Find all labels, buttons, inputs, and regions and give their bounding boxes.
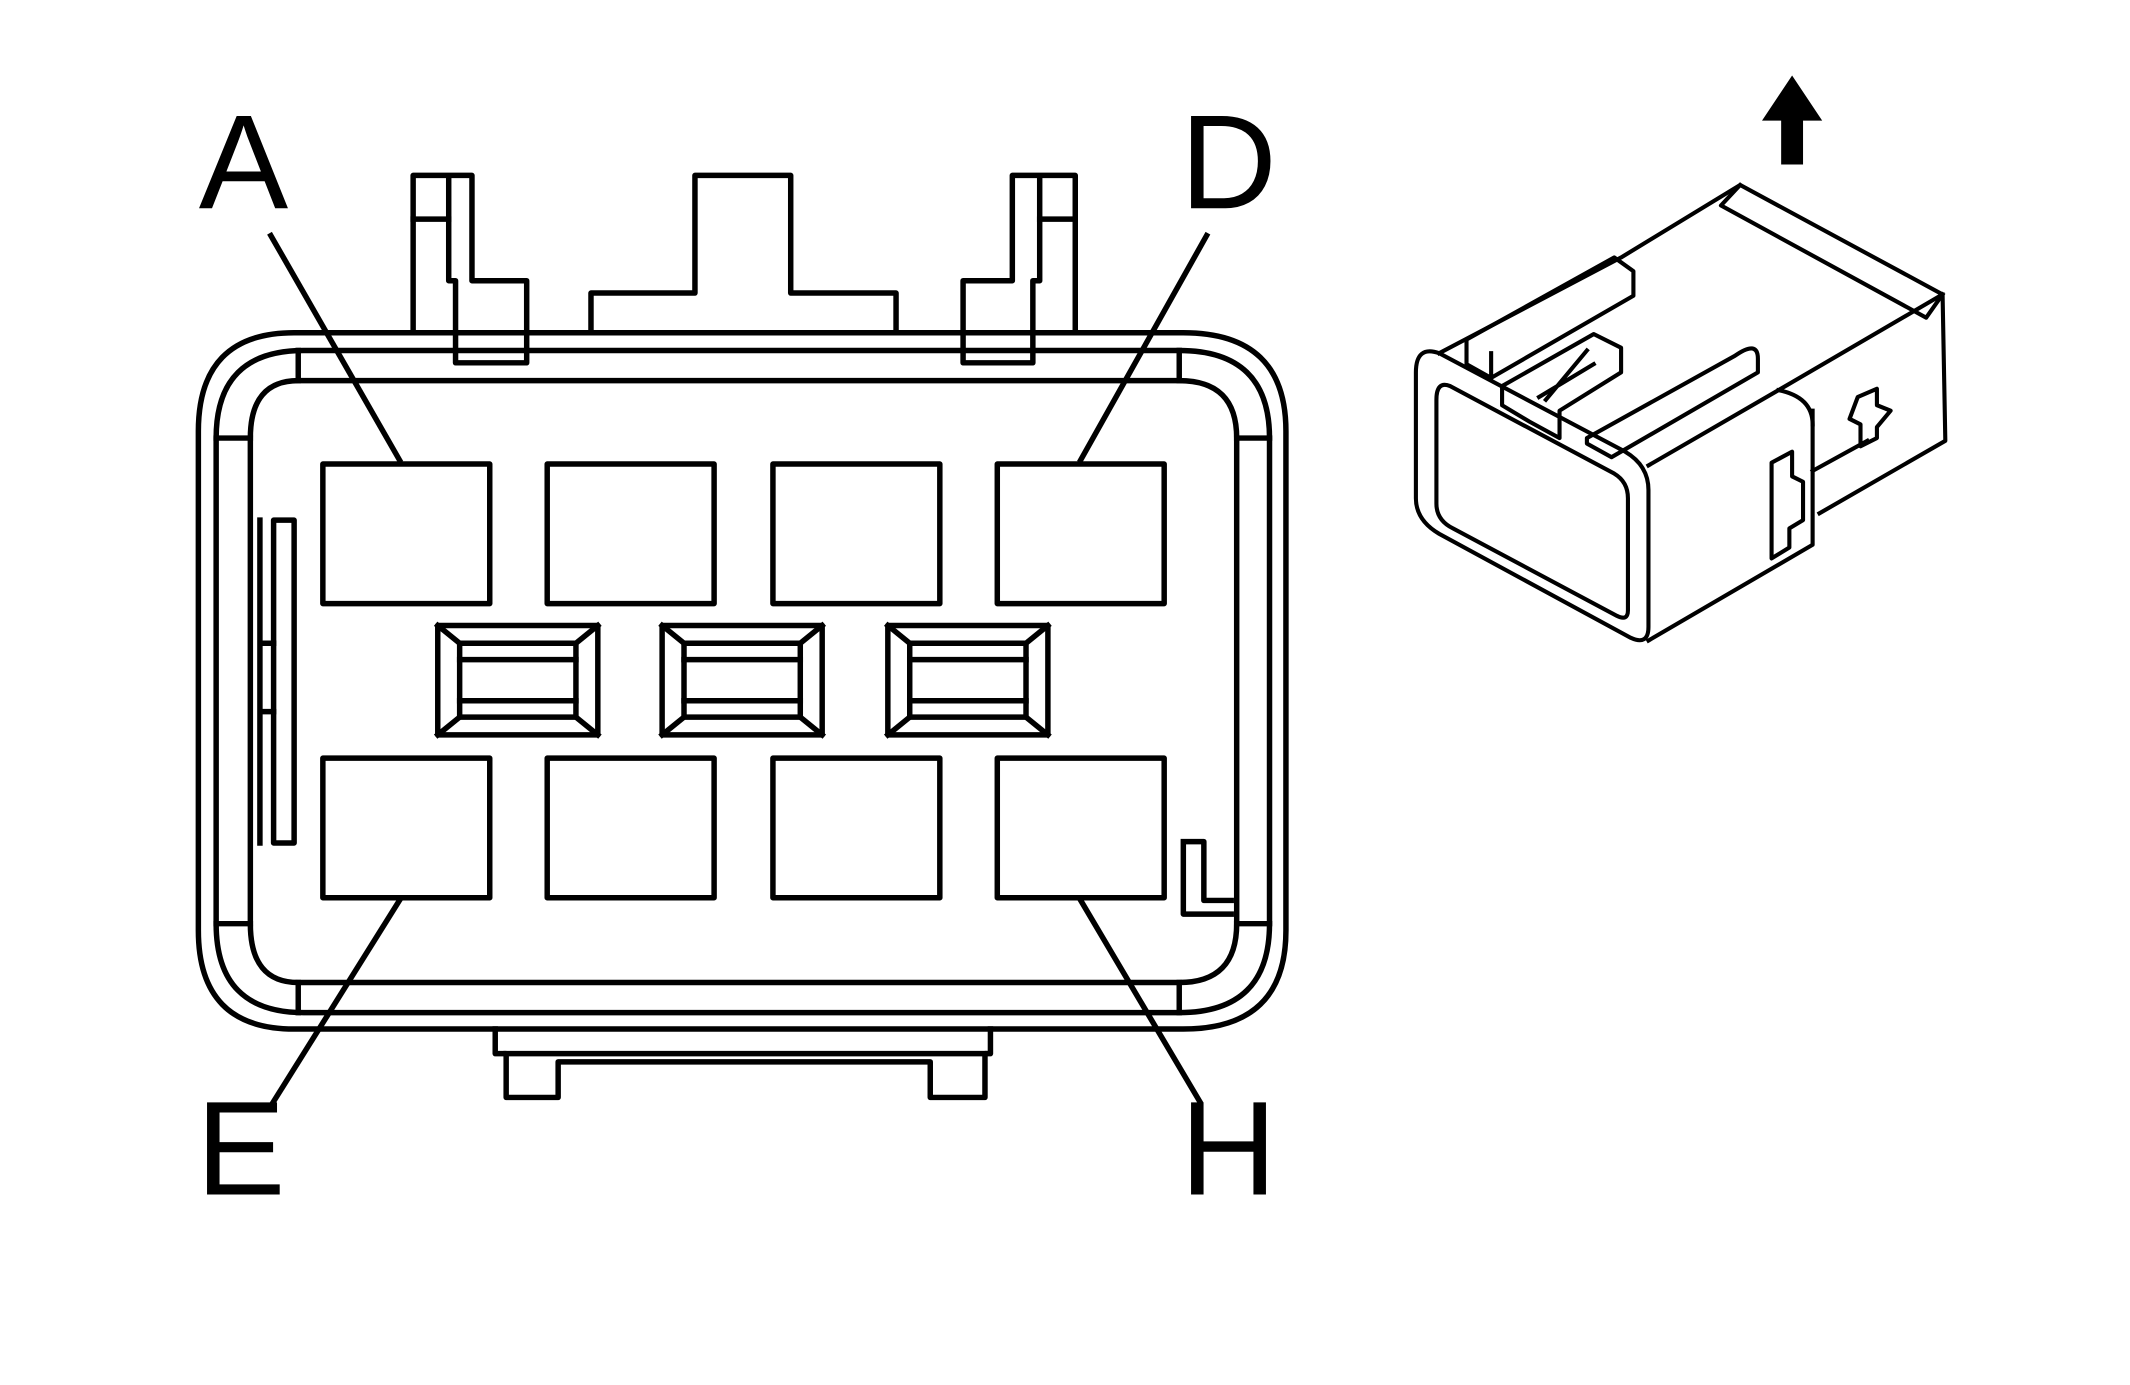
iso-side-face — [1645, 292, 1948, 644]
polarization-mark — [1180, 838, 1234, 917]
up-arrow-icon — [1762, 75, 1823, 165]
terminal-cavity-h — [994, 755, 1167, 901]
iso-latch-cutout — [1500, 332, 1624, 441]
left-side-rail — [270, 517, 297, 846]
terminal-cavity-f — [544, 755, 717, 901]
iso-latch-ramp-2 — [1584, 346, 1760, 460]
connector-front-view — [195, 172, 1289, 1106]
pin-label-h: H — [1180, 1075, 1277, 1224]
housing-inner-wall — [213, 347, 1273, 1016]
left-side-rail-notch — [257, 517, 277, 846]
pin-label-a: A — [199, 88, 289, 237]
terminal-cavity-e — [320, 755, 493, 901]
iso-side-edge — [1718, 182, 1946, 427]
iso-side-detail — [1769, 386, 1893, 561]
connector-isometric-view — [1413, 182, 1948, 644]
leader-line-d — [1077, 231, 1211, 464]
iso-front-face-outer — [1413, 349, 1651, 643]
center-rib-3 — [883, 621, 1052, 739]
bottom-foot — [492, 1026, 994, 1101]
leader-line-e — [269, 896, 404, 1106]
pin-label-e: E — [196, 1075, 285, 1224]
terminal-cavity-d — [994, 461, 1167, 607]
terminal-cavity-a — [320, 461, 493, 607]
center-rib-2 — [658, 621, 827, 739]
iso-latch-ramp — [1464, 255, 1636, 380]
housing-outer-wall — [195, 329, 1289, 1032]
housing-cavity — [247, 377, 1240, 986]
terminal-cavity-b — [544, 461, 717, 607]
leader-line-a — [267, 231, 404, 464]
left-latch-tab — [410, 172, 530, 366]
pin-label-d: D — [1180, 88, 1277, 237]
leader-line-h — [1076, 896, 1204, 1106]
terminal-cavity-g — [770, 755, 943, 901]
right-latch-tab — [960, 172, 1078, 366]
iso-top-face — [1436, 182, 1945, 469]
center-rib-1 — [433, 621, 602, 739]
iso-front-face-inner — [1434, 382, 1630, 620]
terminal-cavity-c — [770, 461, 943, 607]
center-key — [588, 172, 899, 336]
